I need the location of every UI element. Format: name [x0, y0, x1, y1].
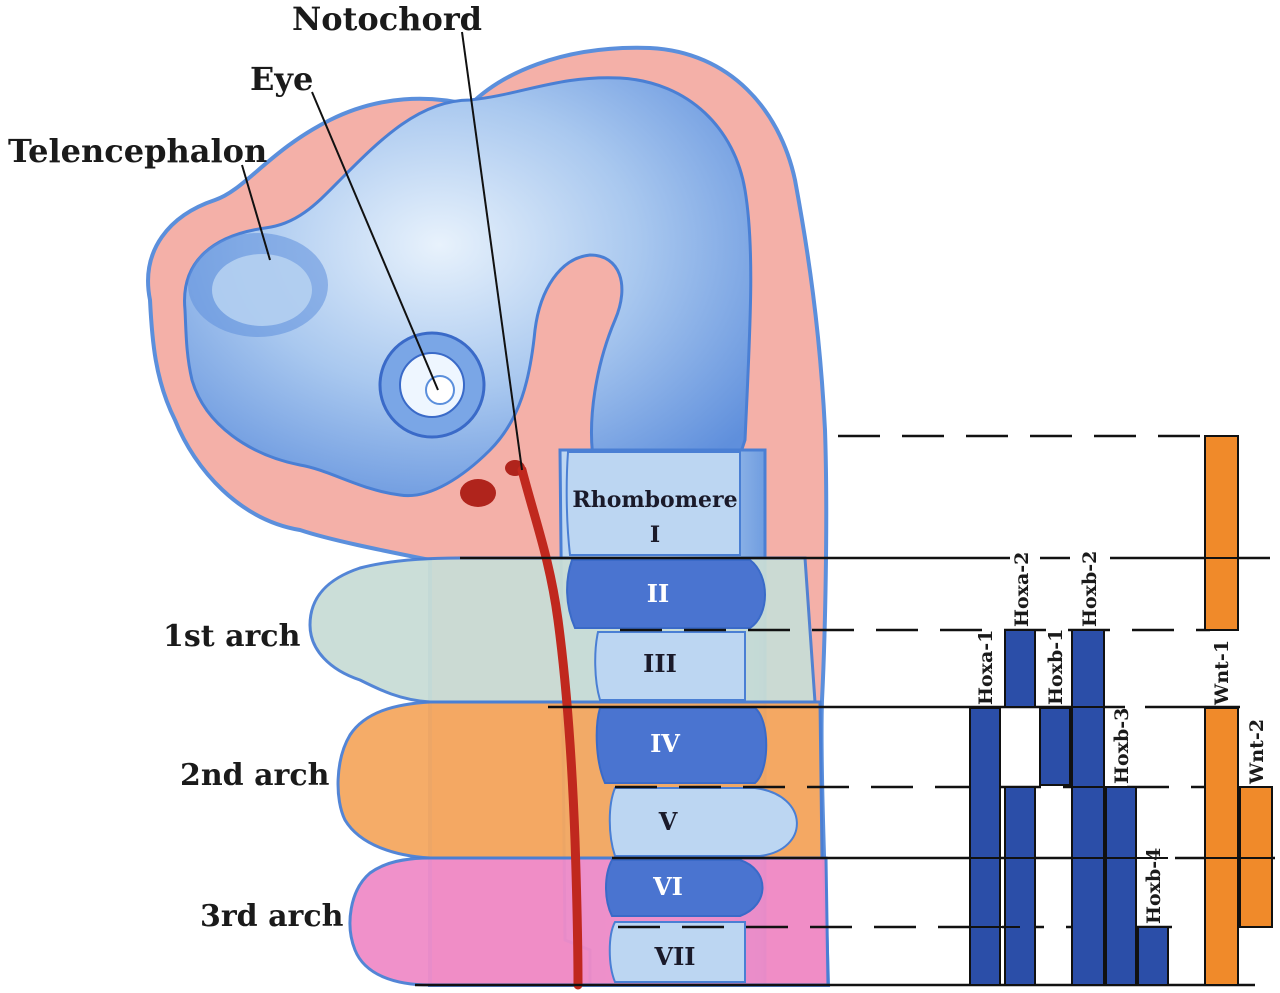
- rhombomere-v: V: [658, 807, 678, 836]
- eye-pointer: [311, 91, 439, 391]
- hoxa2-bar-lower: [1004, 786, 1036, 986]
- rhombomere-vii: VII: [653, 942, 695, 971]
- arch-3-label: 3rd arch: [200, 899, 344, 934]
- eye-label: Eye: [250, 60, 313, 98]
- hoxb2-bar: [1071, 629, 1105, 986]
- rhombomere-ii: II: [647, 579, 669, 608]
- rhombomere-segments: [565, 451, 798, 983]
- notochord-pointer: [461, 31, 523, 471]
- notochord-line: [517, 465, 583, 990]
- rhombomere-iv: IV: [650, 729, 680, 758]
- rhombomere-iii: III: [643, 649, 677, 678]
- hoxa1-label: Hoxa-1: [975, 630, 997, 705]
- hoxb4-label: Hoxb-4: [1143, 848, 1165, 924]
- hox-bars: [969, 629, 1169, 986]
- hoxa2-label: Hoxa-2: [1011, 552, 1033, 627]
- hoxb1-label: Hoxb-1: [1045, 629, 1067, 705]
- rhombomere-i: I: [650, 522, 660, 548]
- arch-1-label: 1st arch: [163, 619, 301, 654]
- hoxb3-bar: [1105, 786, 1137, 986]
- telencephalon-pointer: [241, 164, 271, 261]
- hoxb1-bar: [1039, 707, 1071, 786]
- hoxb3-label: Hoxb-3: [1111, 708, 1133, 784]
- eye-shape: [378, 331, 486, 439]
- wnt1-bar-lower: [1204, 707, 1239, 986]
- wnt2-label: Wnt-2: [1246, 719, 1268, 785]
- wnt-bars: [1204, 435, 1273, 986]
- telencephalon-highlight: [212, 254, 312, 326]
- pouch-1: [460, 479, 496, 507]
- telencephalon-label: Telencephalon: [8, 132, 267, 170]
- arch-2-label: 2nd arch: [180, 758, 330, 793]
- wnt1-bar-upper: [1204, 435, 1239, 631]
- hox-bar-dividers: [970, 706, 1168, 928]
- rhombomere-label: Rhombomere: [572, 487, 737, 513]
- brain: [183, 76, 753, 498]
- notochord-label: Notochord: [292, 0, 482, 38]
- wnt-bar-dividers: [1205, 557, 1272, 859]
- wnt1-label: Wnt-1: [1211, 640, 1233, 706]
- rhombomere-vi: VI: [652, 872, 683, 901]
- hoxb2-label: Hoxb-2: [1079, 551, 1101, 627]
- hoxa2-bar-upper: [1004, 629, 1036, 708]
- hoxb4-bar: [1137, 926, 1169, 986]
- hoxa1-bar: [969, 707, 1001, 986]
